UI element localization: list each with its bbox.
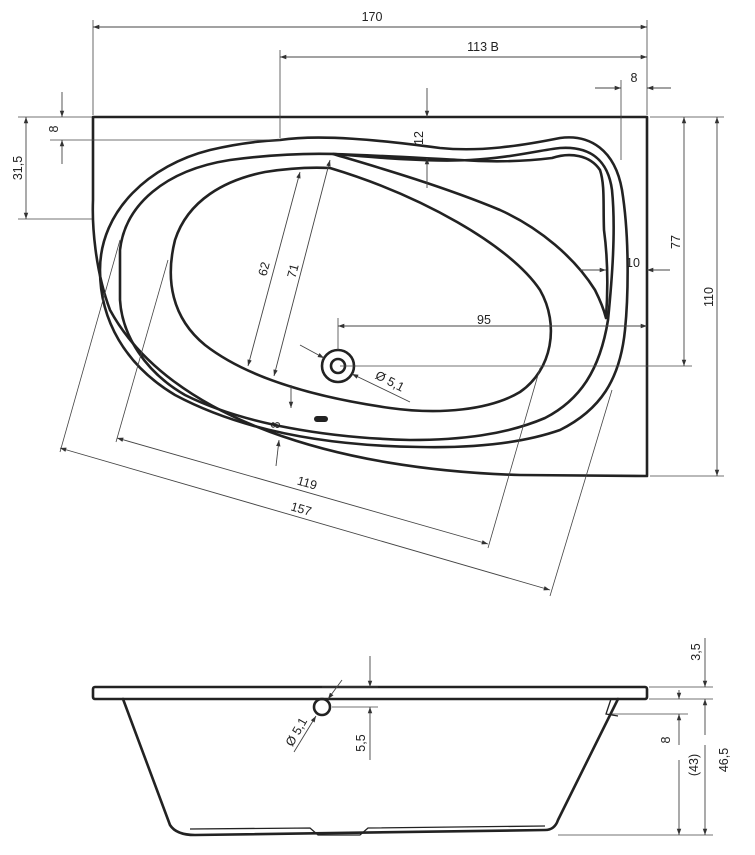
dim-right-gap: 10 [580, 256, 670, 273]
dim-left-offset: 31,5 [11, 116, 92, 220]
top-view: 170 113 B 8 8 31,5 [11, 10, 724, 597]
side-body [121, 697, 620, 837]
label-43: (43) [687, 754, 701, 776]
dim-right-height: 77 [340, 116, 692, 367]
side-view: Ø 5,1 5,5 3,5 8 (43) [91, 638, 731, 837]
dim-bottom-rim: 8 [269, 385, 294, 467]
label-71: 71 [285, 262, 302, 279]
dim-overall-width: 110 [650, 116, 724, 477]
label-77: 77 [669, 235, 683, 249]
label-8-bottom: 8 [269, 421, 283, 428]
label-5-5: 5,5 [354, 734, 368, 751]
tub-backrest [331, 152, 609, 320]
label-113b: 113 B [467, 40, 499, 54]
dim-rim-thickness: 3,5 [649, 638, 713, 735]
label-110: 110 [702, 287, 716, 307]
dim-left-rim: 8 [47, 92, 280, 164]
label-157: 157 [289, 500, 313, 519]
label-31-5: 31,5 [11, 156, 25, 180]
dim-overflow-diameter: Ø 5,1 [283, 679, 343, 753]
tub-basin [169, 166, 553, 413]
dim-inner-offset: 113 B [279, 40, 647, 138]
dim-overall-length: 170 [92, 10, 648, 115]
tub-ledge-line [118, 146, 615, 442]
label-46-5: 46,5 [717, 748, 731, 772]
label-3-5: 3,5 [689, 643, 703, 660]
side-overflow [312, 697, 332, 717]
dim-outer-length: 157 [59, 239, 613, 597]
label-170: 170 [362, 10, 383, 24]
label-10: 10 [626, 256, 640, 270]
dim-edge-height: 8 [612, 690, 688, 745]
label-8-right: 8 [631, 71, 638, 85]
dim-front-gap: 12 [412, 88, 430, 188]
side-notch [605, 698, 619, 717]
label-drain-diameter: Ø 5,1 [373, 368, 407, 394]
tub-outer-rim [91, 115, 649, 478]
dim-total-height: 46,5 [702, 745, 731, 835]
dim-inner-length: 119 [115, 259, 541, 549]
label-95: 95 [477, 313, 491, 327]
side-rim [91, 685, 649, 701]
dim-drain-offset: 95 [337, 313, 647, 350]
label-12: 12 [412, 131, 426, 145]
dim-right-rim: 8 [595, 71, 671, 160]
dim-overflow-height: 5,5 [322, 656, 378, 760]
tub-rim-contour [98, 136, 629, 449]
dim-inner-71: 71 [273, 159, 331, 377]
label-8-side: 8 [659, 736, 673, 743]
overflow-mark [314, 416, 328, 422]
side-feet [189, 825, 546, 836]
dim-inner-height: (43) [558, 754, 713, 836]
label-8-left: 8 [47, 125, 61, 132]
label-62: 62 [256, 260, 273, 277]
